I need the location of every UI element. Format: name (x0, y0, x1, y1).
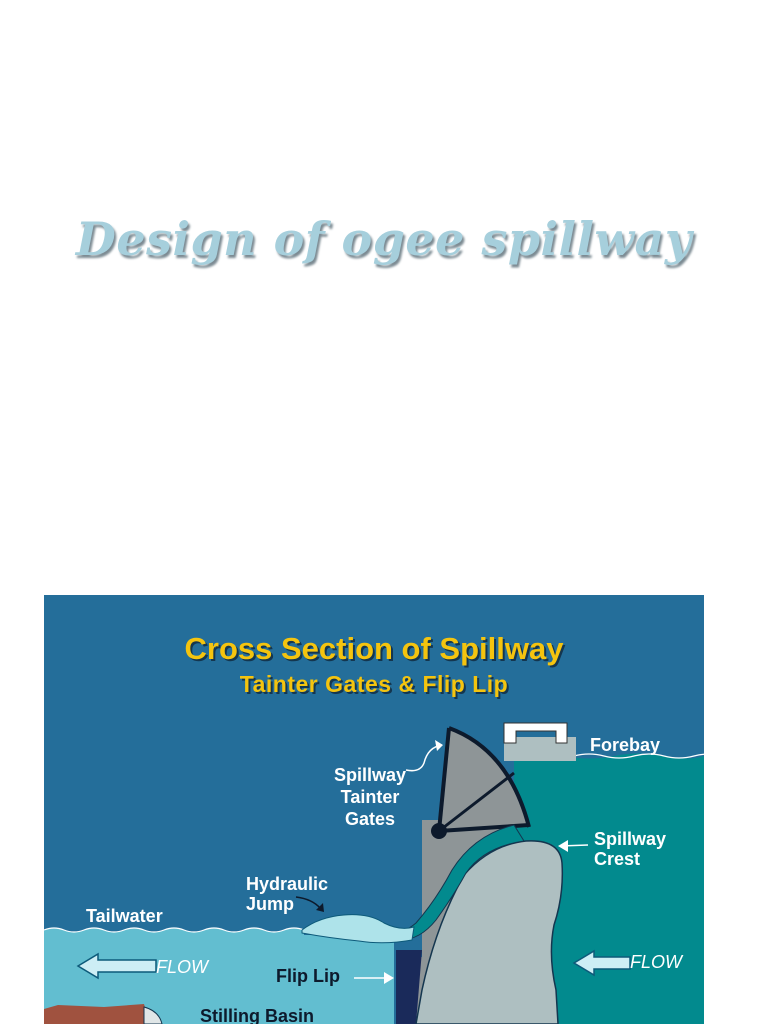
spillway-crest-label-line-1: Spillway (594, 829, 667, 849)
stilling-basin-floor (44, 1004, 150, 1024)
flip-lip-apron (396, 950, 422, 1024)
tailwater-surface-line (44, 927, 305, 933)
tainter-gates-label-line-1: Spillway (333, 765, 407, 785)
hydraulic-jump-label-line-1: Hydraulic (246, 874, 329, 894)
flow-right-label: FLOW (630, 952, 682, 972)
tainter-gate-arm-upper (437, 727, 451, 832)
flow-arrow-left-icon (76, 952, 157, 980)
jump-arrowhead (316, 903, 324, 912)
flip-lip-label: Flip Lip (276, 966, 340, 986)
diagram-title: Cross Section of Spillway (184, 631, 564, 666)
forebay-label: Forebay (590, 735, 661, 755)
stilling-basin-block (143, 1006, 163, 1024)
hydraulic-jump-label: Hydraulic Jump (246, 874, 328, 914)
tailwater-label: Tailwater (86, 906, 163, 926)
tainter-gate-trunnion (431, 823, 447, 839)
tainter-gate-sector (439, 728, 529, 831)
tainter-gates-leader (405, 744, 443, 772)
forebay-water (514, 753, 704, 1024)
spillway-cross-section-graphic (44, 722, 704, 1024)
spillway-diagram: Cross Section of Spillway Tainter Gates … (44, 595, 704, 1024)
spillway-crest-body (415, 840, 564, 1024)
tainter-gates-label-line-3: Gates (344, 809, 396, 829)
spillway-crest-label: Spillway Crest (594, 829, 666, 869)
crest-arrowhead (558, 840, 568, 852)
flip-lip-arrowhead (384, 972, 394, 984)
tainter-gate-arm-mid (438, 771, 515, 833)
slide-title: Design of ogee spillway (75, 212, 693, 266)
tainter-gates-label: Spillway Tainter Gates (332, 765, 408, 829)
flow-arrow-right-icon (572, 949, 631, 977)
hydraulic-jump-label-line-2: Jump (246, 894, 295, 914)
tainter-gates-label-line-2: Tainter (340, 787, 400, 807)
tailwater (44, 928, 394, 1024)
hydraulic-jump-wave (301, 914, 415, 944)
bridge-rail (503, 722, 568, 744)
stilling-basin-label: Stilling Basin (200, 1006, 315, 1024)
jump-leader (295, 896, 321, 909)
tainter-gates-arrowhead (435, 740, 443, 751)
spillway-crest-label-line-2: Crest (594, 849, 641, 869)
tainter-gate-arc (448, 726, 531, 828)
diagram-subtitle: Tainter Gates & Flip Lip (239, 671, 509, 697)
flow-left-label: FLOW (156, 957, 208, 977)
